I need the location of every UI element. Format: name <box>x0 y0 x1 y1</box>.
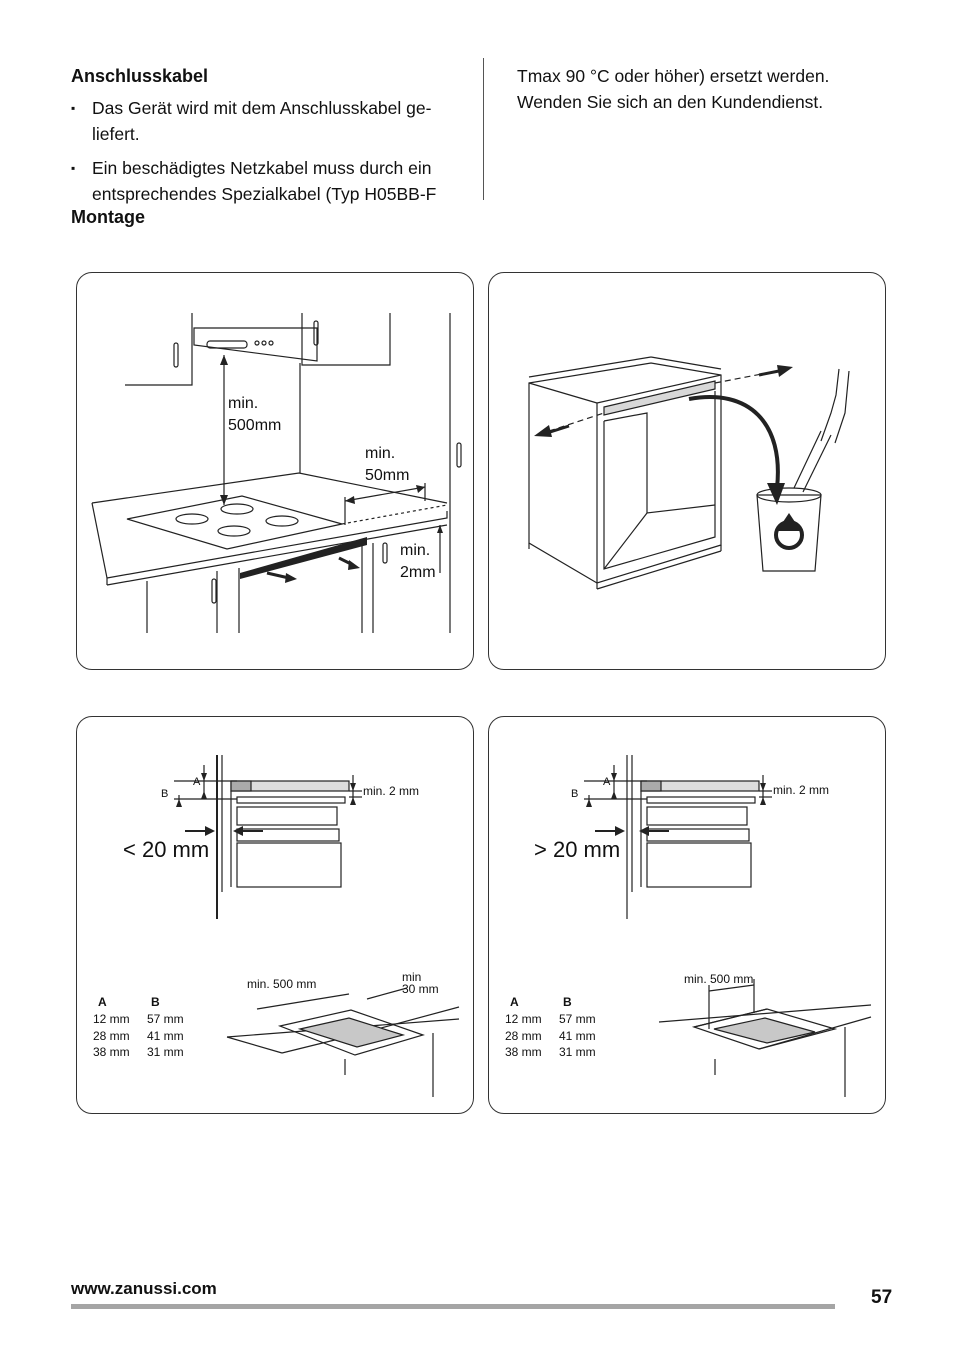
min-2mm-label: min. 2 mm <box>363 784 419 798</box>
table-cell: 38 mm <box>93 1045 130 1059</box>
min-2mm-label: min. 2 mm <box>773 783 829 797</box>
footer-rule <box>71 1304 835 1309</box>
section-heading-anschlusskabel: Anschlusskabel <box>71 66 209 86</box>
label-a: A <box>193 776 201 788</box>
min-500-label: min. 500 mm <box>247 977 316 991</box>
table-header-b: B <box>151 995 160 1009</box>
dim-50-label-1: min. <box>365 445 395 462</box>
table-cell: 28 mm <box>93 1029 130 1043</box>
right-column: Tmax 90 °C oder höher) ersetzt werden. W… <box>517 63 877 115</box>
table-cell: 41 mm <box>559 1029 596 1043</box>
cabinet-crossbar-drawing <box>528 356 850 590</box>
dim-500-label-2: 500mm <box>228 417 281 434</box>
table-cell: 38 mm <box>505 1045 542 1059</box>
gap-less-20-drawing: A B min. 2 mm < 20 mm min. 500 mm min 30… <box>93 755 460 1097</box>
table-cell: 57 mm <box>559 1012 596 1026</box>
dim-500-label-1: min. <box>228 395 258 412</box>
table-header-a: A <box>98 995 107 1009</box>
table-cell: 57 mm <box>147 1012 184 1026</box>
table-cell: 12 mm <box>93 1012 130 1026</box>
table-cell: 28 mm <box>505 1029 542 1043</box>
dim-2-label-2: 2mm <box>400 564 436 581</box>
figure-gap-less-20: A B min. 2 mm < 20 mm min. 500 mm min 30… <box>76 716 474 1114</box>
left-column: Anschlusskabel Das Gerät wird mit dem An… <box>71 63 471 215</box>
table-cell: 41 mm <box>147 1029 184 1043</box>
hob-clearances-drawing: min. 500mm min. 50mm min. 2mm <box>91 313 462 633</box>
recycle-icon <box>774 513 804 550</box>
table-header-a: A <box>510 995 519 1009</box>
dim-2-label-1: min. <box>400 542 430 559</box>
min-30-label-1: min <box>402 970 421 984</box>
dim-50-label-2: 50mm <box>365 467 409 484</box>
label-a: A <box>603 776 611 788</box>
bullet-item: Ein beschädigtes Netzkabel muss durch ei… <box>71 155 471 207</box>
label-b: B <box>161 788 168 800</box>
table-cell: 31 mm <box>147 1045 184 1059</box>
footer-url[interactable]: www.zanussi.com <box>71 1279 217 1298</box>
bullet-list: Das Gerät wird mit dem Anschlusskabel ge… <box>71 95 471 207</box>
gap-label: < 20 mm <box>123 837 209 862</box>
right-column-text: Tmax 90 °C oder höher) ersetzt werden. W… <box>517 66 830 112</box>
min-30-label-2: 30 mm <box>402 982 439 996</box>
column-divider <box>483 58 484 200</box>
figure-cabinet-crossbar <box>488 272 886 670</box>
table-cell: 12 mm <box>505 1012 542 1026</box>
gap-more-20-drawing: A B min. 2 mm > 20 mm min. 500 mm A B 12… <box>505 755 872 1097</box>
figure-hob-clearances: min. 500mm min. 50mm min. 2mm <box>76 272 474 670</box>
label-b: B <box>571 788 578 800</box>
table-header-b: B <box>563 995 572 1009</box>
bullet-item: Das Gerät wird mit dem Anschlusskabel ge… <box>71 95 471 147</box>
gap-label: > 20 mm <box>534 837 620 862</box>
figure-gap-more-20: A B min. 2 mm > 20 mm min. 500 mm A B 12… <box>488 716 886 1114</box>
page-number: 57 <box>871 1287 893 1308</box>
min-500-label: min. 500 mm <box>684 972 753 986</box>
table-cell: 31 mm <box>559 1045 596 1059</box>
section-heading-montage: Montage <box>71 207 145 227</box>
